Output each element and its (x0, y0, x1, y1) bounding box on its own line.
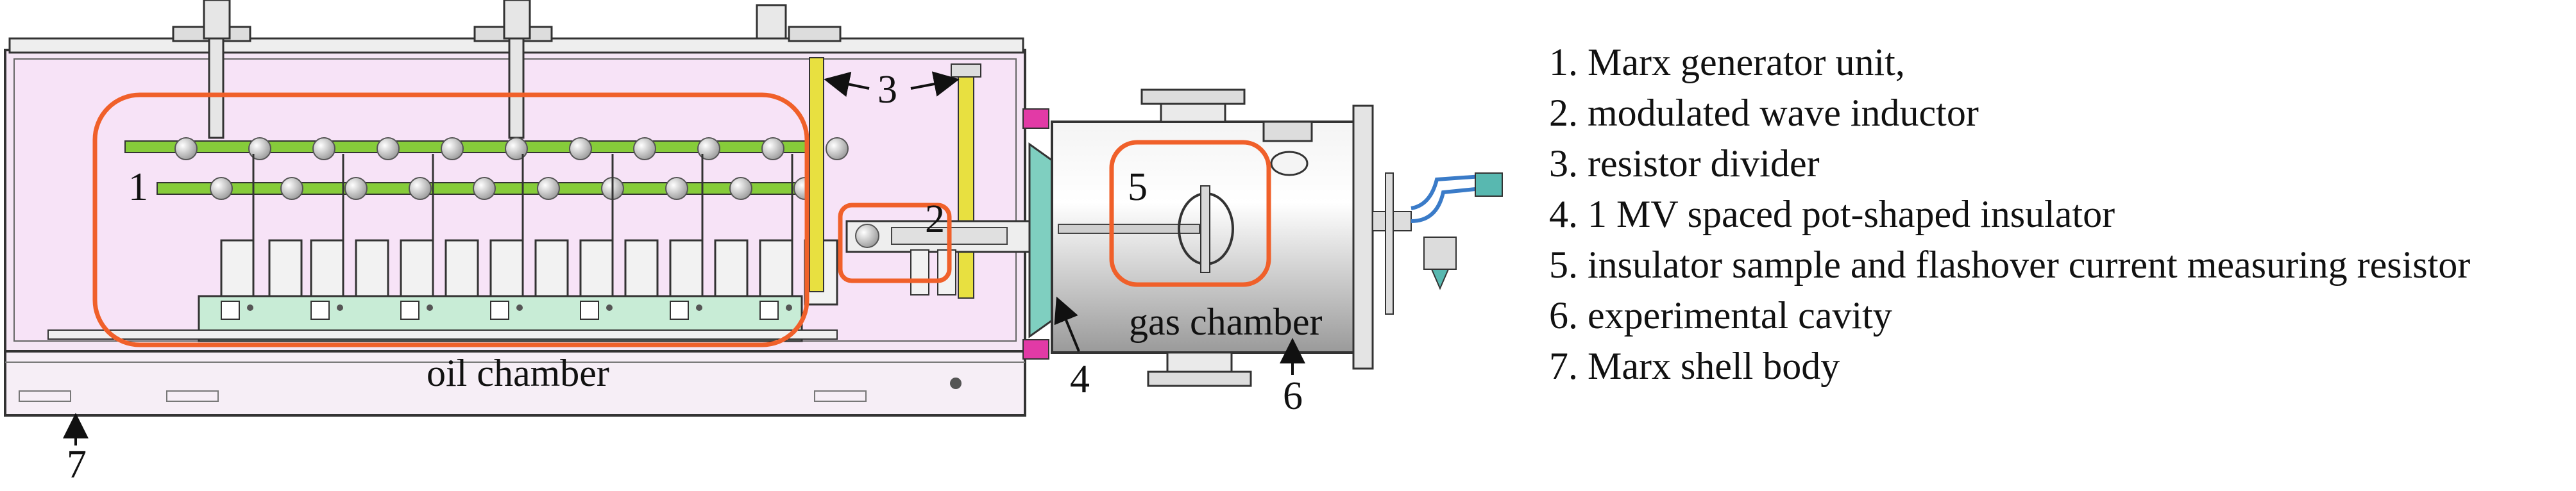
highlight-boxes (92, 92, 1271, 347)
connecting-rods (252, 154, 793, 240)
pointer-arrows (63, 71, 1305, 445)
label-3: 3 (877, 68, 897, 112)
highlight-box-marx-unit (92, 92, 809, 347)
arrow-3-right (910, 71, 960, 97)
legend-item: 6. experimental cavity (1549, 294, 1892, 337)
highlight-box-sample (1109, 140, 1271, 287)
label-6: 6 (1283, 374, 1303, 418)
legend-item: 2. modulated wave inductor (1549, 92, 1979, 134)
label-1: 1 (128, 165, 148, 209)
legend-item: 5. insulator sample and flashover curren… (1549, 244, 2471, 286)
arrow-3-left (824, 71, 870, 97)
legend-item: 3. resistor divider (1549, 142, 1820, 185)
label-oil-chamber: oil chamber (427, 352, 609, 394)
resistor-divider (809, 57, 981, 299)
label-gas-chamber: gas chamber (1129, 301, 1323, 343)
hanger-rods (203, 0, 531, 139)
label-2: 2 (925, 197, 945, 241)
measurement-fittings (1372, 172, 1503, 315)
legend-item: 1. Marx generator unit, (1549, 41, 1905, 83)
legend: 1. Marx generator unit, 2. modulated wav… (1549, 37, 2569, 392)
label-5: 5 (1128, 165, 1148, 209)
legend-item: 7. Marx shell body (1549, 345, 1840, 387)
highlight-box-inductor (838, 203, 952, 283)
legend-item: 4. 1 MV spaced pot-shaped insulator (1549, 193, 2115, 235)
insulator-sample (1058, 185, 1234, 273)
apparatus-diagram: oil chamber gas chamber 1 2 3 4 5 6 7 (4, 0, 1503, 487)
label-4: 4 (1070, 358, 1090, 401)
arrow-4 (1054, 296, 1080, 352)
label-7: 7 (67, 443, 87, 487)
floor-rail (47, 329, 838, 340)
